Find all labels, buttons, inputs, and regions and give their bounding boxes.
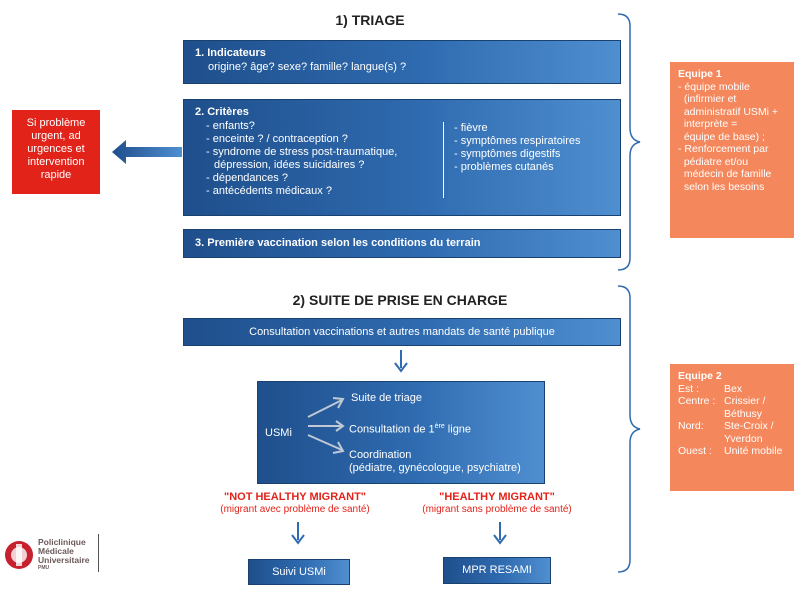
down-arrow-icon (394, 350, 408, 373)
criteres-item: - problèmes cutanés (454, 161, 554, 173)
triage-brace-icon (617, 13, 641, 271)
criteres-divider (443, 122, 444, 198)
urgent-line: intervention (27, 156, 85, 168)
usmi-label: USMi (265, 427, 292, 439)
equipe1-line: pédiatre et/ou (678, 155, 749, 168)
criteres-item: - fièvre (454, 122, 488, 134)
equipe2-row: Yverdon (678, 433, 794, 446)
equipe2-value: Crissier / (724, 395, 766, 407)
pmu-logo-small: PMU (38, 565, 50, 571)
pmu-logo-line: Médicale (38, 546, 74, 556)
suite-brace-icon (617, 285, 641, 573)
equipe2-value: Béthusy (724, 407, 762, 420)
healthy-title: "HEALTHY MIGRANT" (439, 491, 555, 503)
criteres-right-list: - fièvre - symptômes respiratoires - sym… (454, 122, 581, 174)
equipe1-line: médecin de famille (678, 168, 772, 180)
equipe2-key: Nord: (678, 420, 704, 432)
consultation-text: Consultation vaccinations et autres mand… (249, 326, 555, 338)
down-arrow-right-icon (493, 522, 507, 545)
equipe2-key: Ouest : (678, 445, 712, 457)
equipe1-title: Equipe 1 (678, 68, 722, 80)
healthy-sub: (migrant sans problème de santé) (422, 504, 572, 515)
coordination-sub: (pédiatre, gynécologue, psychiatre) (349, 462, 521, 474)
equipe2-value: Ste-Croix / (724, 420, 774, 432)
criteres-item: dépression, idées suicidaires ? (214, 159, 365, 171)
criteres-box: 2. Critères - enfants? - enceinte ? / co… (183, 99, 621, 216)
equipe2-row: Béthusy (678, 408, 794, 421)
equipe1-line: - Renforcement par (678, 143, 769, 155)
premiere-ligne-item: Consultation de 1ère ligne (349, 420, 471, 437)
equipe2-box: Equipe 2 Est : Bex Centre : Crissier / Bét… (670, 364, 794, 491)
pmu-logo: Policlinique Médicale Universitaire PMU (0, 530, 110, 590)
not-healthy-sub: (migrant avec problème de santé) (220, 504, 370, 515)
equipe2-value: Bex (724, 382, 743, 395)
equipe2-value: Yverdon (724, 432, 763, 445)
suite-title: 2) SUITE DE PRISE EN CHARGE (292, 292, 508, 308)
criteres-left-list: - enfants? - enceinte ? / contraception … (206, 120, 397, 198)
equipe2-row: Centre : Crissier / (678, 395, 794, 408)
pmu-logo-divider (98, 534, 99, 572)
equipe2-key (678, 433, 724, 446)
vaccination-box: 3. Première vaccination selon les condit… (183, 229, 621, 258)
criteres-item: - antécédents médicaux ? (206, 185, 332, 197)
equipe2-key (678, 408, 724, 421)
urgent-box: Si problème urgent, ad urgences et inter… (12, 110, 100, 194)
criteres-item: - symptômes respiratoires (454, 135, 581, 147)
down-arrow-left-icon (291, 522, 305, 545)
pmu-logo-line: Policlinique (38, 537, 86, 547)
premiere-ligne-sup: ère (434, 423, 445, 430)
urgent-line: urgences et (27, 143, 85, 155)
urgent-line: rapide (40, 169, 72, 181)
criteres-item: - enceinte ? / contraception ? (206, 133, 348, 145)
equipe1-line: administratif USMi + (678, 105, 779, 118)
not-healthy-title: "NOT HEALTHY MIGRANT" (223, 491, 367, 503)
equipe2-row: Ouest : Unité mobile (678, 445, 794, 458)
vaccination-text: 3. Première vaccination selon les condit… (195, 237, 481, 249)
triage-title: 1) TRIAGE (335, 12, 405, 28)
indicateurs-box: 1. Indicateurs origine? âge? sexe? famil… (183, 40, 621, 84)
criteres-item: - syndrome de stress post-traumatique, (206, 146, 398, 158)
equipe1-line: interprète = (678, 118, 738, 130)
equipe2-title: Equipe 2 (678, 370, 722, 382)
urgent-line: Si problème (26, 117, 86, 129)
premiere-ligne-text: Consultation de 1 (349, 423, 435, 436)
suivi-usmi-text: Suivi USMi (272, 566, 326, 578)
equipe2-key: Centre : (678, 395, 716, 407)
mpr-resami-text: MPR RESAMI (462, 564, 532, 576)
equipe2-value: Unité mobile (724, 445, 783, 457)
equipe1-line: selon les besoins (678, 180, 765, 193)
consultation-box: Consultation vaccinations et autres mand… (183, 318, 621, 346)
equipe1-line: équipe de base) ; (678, 130, 765, 143)
pmu-logo-text: Policlinique Médicale Universitaire PMU (38, 537, 90, 572)
coordination-item: Coordination (349, 449, 412, 461)
criteres-heading: 2. Critères (195, 106, 249, 118)
suite-triage-item: Suite de triage (351, 392, 422, 404)
criteres-item: - symptômes digestifs (454, 148, 561, 160)
criteres-item: - enfants? (206, 120, 255, 132)
pmu-logo-line: Universitaire (38, 555, 90, 565)
equipe2-row: Est : Bex (678, 383, 794, 396)
premiere-ligne-end: ligne (444, 423, 472, 436)
equipe1-box: Equipe 1 - équipe mobile (infirmier et a… (670, 62, 794, 238)
equipe2-row: Nord: Ste-Croix / (678, 420, 794, 433)
equipe1-line: (infirmier et (678, 93, 737, 105)
equipe1-line: - équipe mobile (678, 80, 750, 93)
indicateurs-heading: 1. Indicateurs (195, 47, 266, 59)
criteres-item: - dépendances ? (206, 172, 288, 184)
suivi-usmi-box: Suivi USMi (248, 559, 350, 585)
usmi-box: USMi Suite de triage Consultation de 1èr… (257, 381, 545, 484)
left-arrow-icon (112, 140, 182, 164)
urgent-line: urgent, ad (31, 130, 81, 142)
usmi-arrows-icon (307, 397, 345, 454)
equipe2-key: Est : (678, 382, 700, 395)
mpr-resami-box: MPR RESAMI (443, 557, 551, 584)
indicateurs-text: origine? âge? sexe? famille? langue(s) ? (208, 61, 407, 73)
pmu-logo-mark-icon (5, 541, 33, 569)
